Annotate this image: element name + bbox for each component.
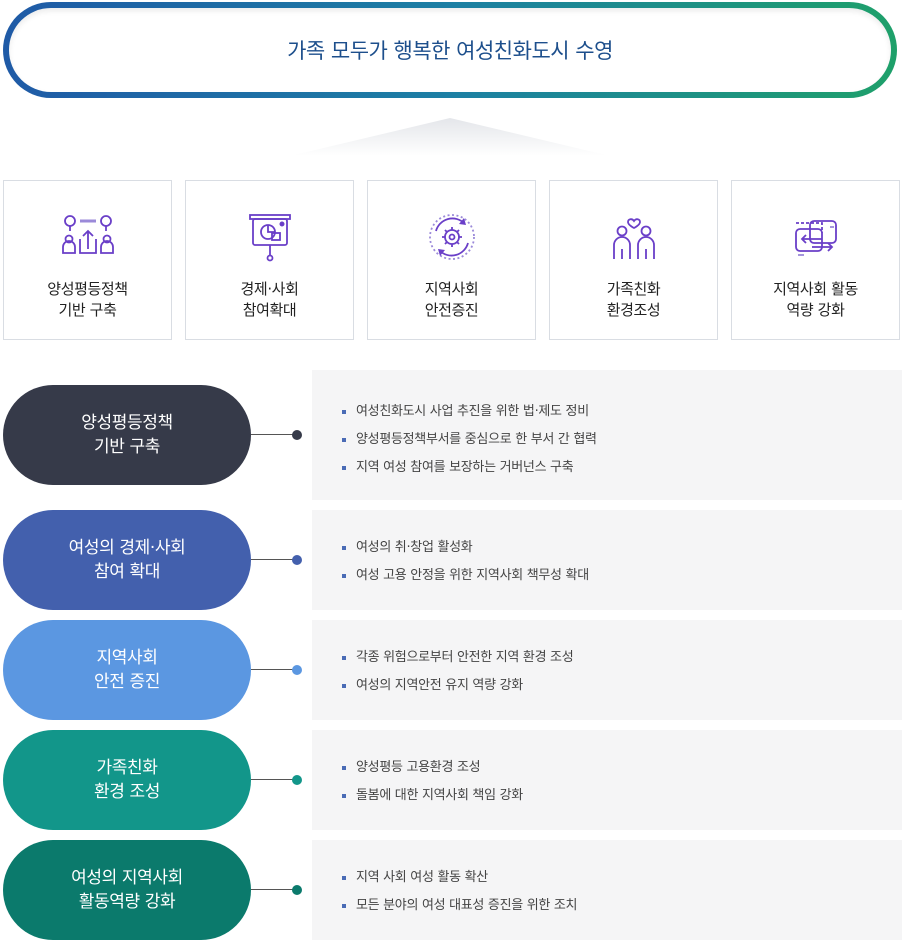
strategy-item: 여성의 지역안전 유지 역량 강화 xyxy=(342,672,573,700)
connector-line xyxy=(251,889,299,890)
strategy-pill: 가족친화 환경 조성 xyxy=(3,730,251,830)
strategy-panel: 양성평등 고용환경 조성 돌봄에 대한 지역사회 책임 강화 xyxy=(312,730,902,830)
strategy-item: 양성평등정책부서를 중심으로 한 부서 간 협력 xyxy=(342,426,597,454)
strategy-items: 각종 위험으로부터 안전한 지역 환경 조성 여성의 지역안전 유지 역량 강화 xyxy=(342,644,574,700)
connector-line xyxy=(251,559,299,560)
vision-banner-inner: 가족 모두가 행복한 여성친화도시 수영 xyxy=(9,8,891,92)
goal-label: 지역사회 안전증진 xyxy=(424,280,479,319)
gender-equality-icon xyxy=(61,215,114,254)
strategy-row-policy: 여성친화도시 사업 추진을 위한 법·제도 정비 양성평등정책부서를 중심으로 … xyxy=(3,370,902,500)
goal-label: 경제·사회 참여확대 xyxy=(240,280,299,319)
strategy-row-community: 지역 사회 여성 활동 확산 모든 분야의 여성 대표성 증진을 위한 조치 여… xyxy=(3,840,902,940)
strategy-item: 지역 사회 여성 활동 확산 xyxy=(342,864,577,892)
triangle-glow xyxy=(290,118,610,156)
strategy-panel: 각종 위험으로부터 안전한 지역 환경 조성 여성의 지역안전 유지 역량 강화 xyxy=(312,620,902,720)
strategy-item: 돌봄에 대한 지역사회 책임 강화 xyxy=(342,782,523,810)
strategy-pill: 여성의 경제·사회 참여 확대 xyxy=(3,510,251,610)
strategy-row-economy: 여성의 취·창업 활성화 여성 고용 안정을 위한 지역사회 책무성 확대 여성… xyxy=(3,510,902,610)
strategy-items: 여성친화도시 사업 추진을 위한 법·제도 정비 양성평등정책부서를 중심으로 … xyxy=(342,398,597,482)
vision-title: 가족 모두가 행복한 여성친화도시 수영 xyxy=(287,39,613,63)
connector-dot xyxy=(292,555,302,565)
strategy-item: 모든 분야의 여성 대표성 증진을 위한 조치 xyxy=(342,892,578,920)
strategy-items: 여성의 취·창업 활성화 여성 고용 안정을 위한 지역사회 책무성 확대 xyxy=(342,534,589,590)
strategy-pill: 양성평등정책 기반 구축 xyxy=(3,385,251,485)
strategy-pill: 여성의 지역사회 활동역량 강화 xyxy=(3,840,251,940)
strategy-panel: 여성친화도시 사업 추진을 위한 법·제도 정비 양성평등정책부서를 중심으로 … xyxy=(312,370,902,500)
family-heart-icon xyxy=(612,218,655,259)
exchange-arrows-icon xyxy=(794,220,837,256)
strategy-item: 여성의 취·창업 활성화 xyxy=(342,534,589,562)
strategy-item: 지역 여성 참여를 보장하는 거버넌스 구축 xyxy=(342,454,597,482)
strategy-item: 여성 고용 안정을 위한 지역사회 책무성 확대 xyxy=(342,562,589,590)
goal-card-community: 지역사회 활동 역량 강화 xyxy=(731,180,900,340)
safety-gear-icon xyxy=(428,214,475,260)
goal-label: 가족친화 환경조성 xyxy=(606,280,661,319)
connector-line xyxy=(251,669,299,670)
strategy-panel: 여성의 취·창업 활성화 여성 고용 안정을 위한 지역사회 책무성 확대 xyxy=(312,510,902,610)
connector-line xyxy=(251,779,299,780)
goal-card-safety: 지역사회 안전증진 xyxy=(367,180,536,340)
goal-card-policy: 양성평등정책 기반 구축 xyxy=(3,180,172,340)
connector-dot xyxy=(292,665,302,675)
connector-dot xyxy=(292,885,302,895)
goal-label: 양성평등정책 기반 구축 xyxy=(47,280,128,319)
connector-dot xyxy=(292,775,302,785)
strategy-item: 양성평등 고용환경 조성 xyxy=(342,754,523,782)
vision-banner: 가족 모두가 행복한 여성친화도시 수영 xyxy=(3,2,897,98)
connector-line xyxy=(251,434,299,435)
strategy-items: 양성평등 고용환경 조성 돌봄에 대한 지역사회 책임 강화 xyxy=(342,754,523,810)
strategy-row-family: 양성평등 고용환경 조성 돌봄에 대한 지역사회 책임 강화 가족친화 환경 조… xyxy=(3,730,902,830)
goal-label: 지역사회 활동 역량 강화 xyxy=(773,280,858,319)
goal-card-family: 가족친화 환경조성 xyxy=(549,180,718,340)
strategy-panel: 지역 사회 여성 활동 확산 모든 분야의 여성 대표성 증진을 위한 조치 xyxy=(312,840,902,940)
goal-cards: 양성평등정책 기반 구축 경제·사회 참여확대 지역사회 안전증진 xyxy=(3,180,900,340)
presentation-board-icon xyxy=(248,214,291,262)
goal-card-economy: 경제·사회 참여확대 xyxy=(185,180,354,340)
strategy-items: 지역 사회 여성 활동 확산 모든 분야의 여성 대표성 증진을 위한 조치 xyxy=(342,864,578,920)
strategy-row-safety: 각종 위험으로부터 안전한 지역 환경 조성 여성의 지역안전 유지 역량 강화… xyxy=(3,620,902,720)
connector-dot xyxy=(292,430,302,440)
strategy-item: 여성친화도시 사업 추진을 위한 법·제도 정비 xyxy=(342,398,597,426)
strategy-item: 각종 위험으로부터 안전한 지역 환경 조성 xyxy=(342,644,574,672)
strategy-pill: 지역사회 안전 증진 xyxy=(3,620,251,720)
